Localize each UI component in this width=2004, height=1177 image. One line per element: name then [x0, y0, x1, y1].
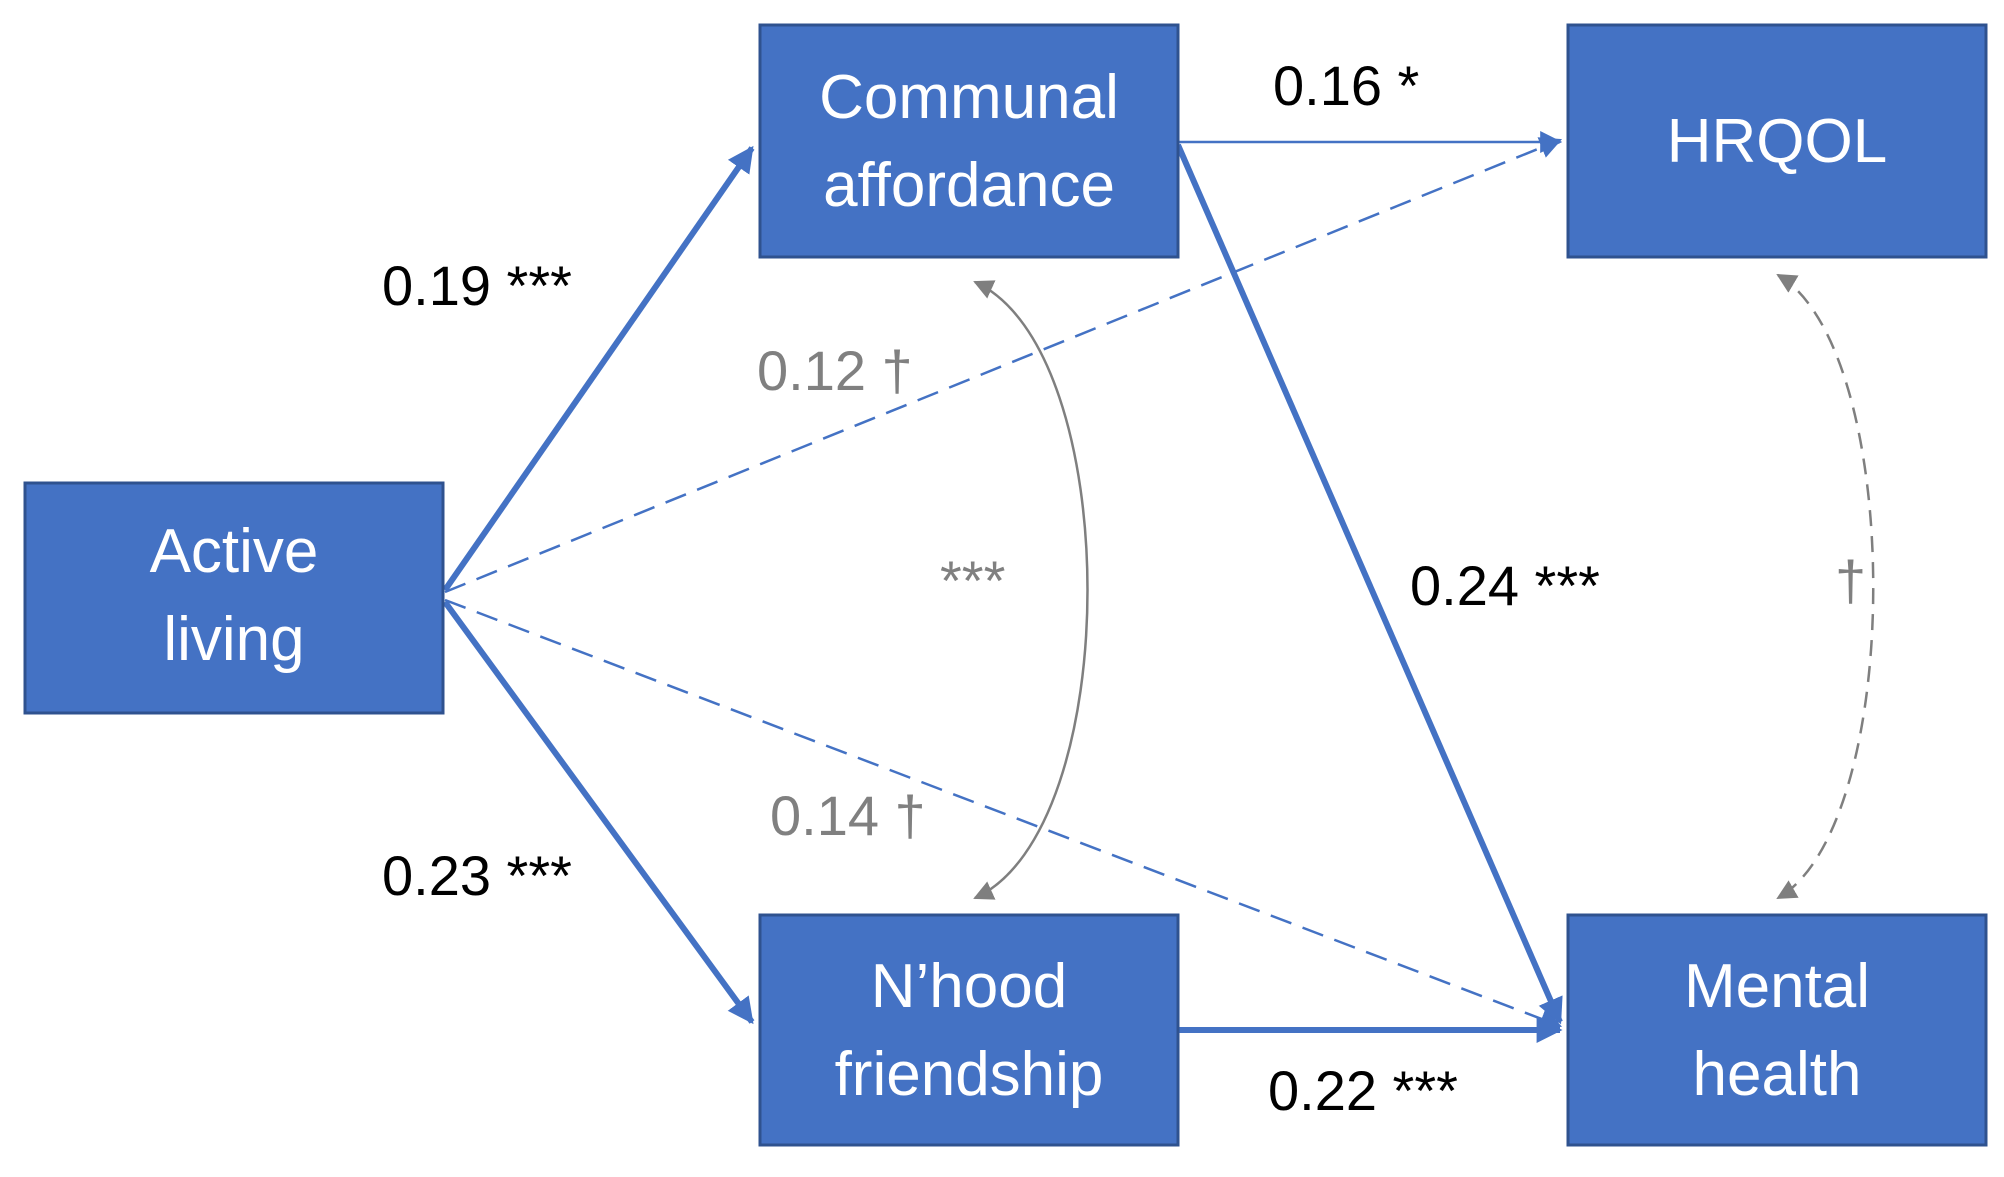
node-mental-health: Mental health: [1566, 913, 1988, 1147]
edge-communal-to-mental: [1175, 143, 1563, 1025]
edge-active-to-hrqol: [444, 137, 1563, 594]
edge-active-to-mental: [444, 598, 1563, 1030]
node-communal-affordance-line1: Communal: [819, 63, 1119, 132]
covariance-hrqol-mental: [1776, 273, 1875, 900]
node-communal-affordance: Communal affordance: [758, 23, 1180, 259]
coef-active-to-hrqol: 0.12 †: [757, 339, 913, 402]
node-hrqol-line1: HRQOL: [1667, 107, 1887, 176]
node-nhood-friendship-line2: friendship: [835, 1040, 1104, 1109]
node-nhood-friendship-line1: N’hood: [871, 952, 1067, 1021]
covariance-label-communal-nhood: ***: [940, 549, 1005, 612]
node-mental-health-line2: health: [1693, 1040, 1862, 1109]
coef-active-to-nhood: 0.23 ***: [382, 844, 572, 907]
node-active-living: Active living: [23, 481, 445, 715]
coef-active-to-communal: 0.19 ***: [382, 254, 572, 317]
node-communal-affordance-line2: affordance: [823, 151, 1115, 220]
node-active-living-line2: living: [163, 605, 304, 674]
coef-communal-to-mental: 0.24 ***: [1410, 554, 1600, 617]
coef-communal-to-hrqol: 0.16 *: [1273, 54, 1419, 117]
node-nhood-friendship: N’hood friendship: [758, 913, 1180, 1147]
node-active-living-line1: Active: [150, 517, 319, 586]
coef-nhood-to-mental: 0.22 ***: [1268, 1059, 1458, 1122]
edge-active-to-nhood: [442, 600, 755, 1025]
node-mental-health-line1: Mental: [1684, 952, 1870, 1021]
node-hrqol: HRQOL: [1566, 23, 1988, 259]
coef-active-to-mental: 0.14 †: [770, 784, 926, 847]
covariance-label-hrqol-mental: †: [1835, 549, 1866, 612]
covariance-communal-nhood: [973, 280, 1089, 900]
edge-active-to-communal: [442, 145, 755, 592]
